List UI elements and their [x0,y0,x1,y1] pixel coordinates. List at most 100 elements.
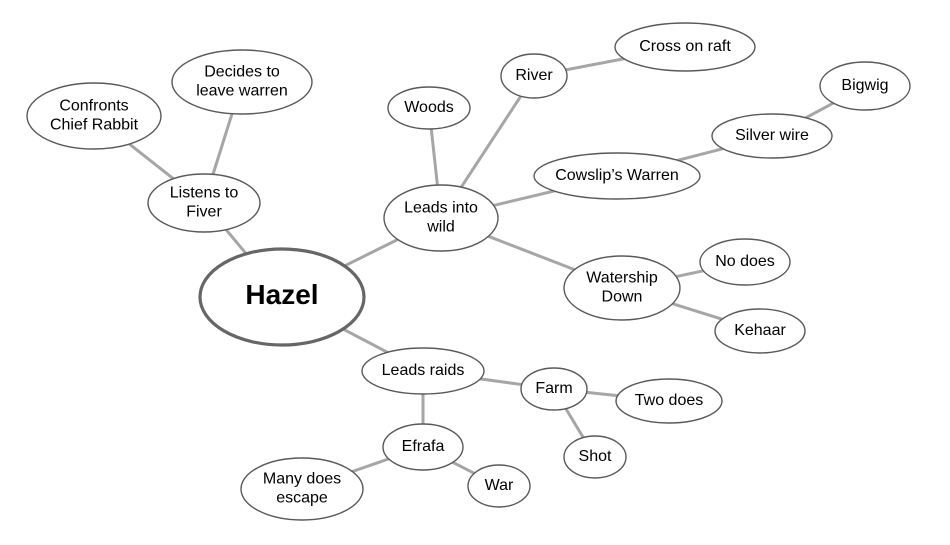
node-kehaar[interactable]: Kehaar [714,308,806,354]
node-shape-leads-into-wild[interactable] [383,184,499,252]
node-silver-wire[interactable]: Silver wire [711,113,833,159]
node-label-line: Down [602,289,643,306]
node-farm[interactable]: Farm [520,367,588,411]
node-label-many-does-escape: Many does escape [263,471,341,507]
edge-silver-wire-to-bigwig [804,101,835,120]
node-leads-into-wild[interactable]: Leads into wild [383,184,499,252]
node-shape-woods[interactable] [387,86,471,130]
edge-farm-to-two-does [585,390,620,398]
node-label-line: War [485,477,514,494]
node-shape-war[interactable] [467,464,531,508]
node-label-listens-to-fiver: Listens to Fiver [170,185,239,221]
edge-hazel-to-listens-to-fiver [224,228,248,256]
node-label-line: Kehaar [734,322,786,339]
edge-leads-raids-to-farm [478,377,524,387]
node-shape-river[interactable] [500,53,568,99]
node-many-does-escape[interactable]: Many does escape [240,457,364,521]
node-label-farm: Farm [535,380,572,397]
node-label-line: Two does [635,392,703,409]
node-river[interactable]: River [500,53,568,99]
node-bigwig[interactable]: Bigwig [819,61,911,111]
node-label-line: Many does [263,471,341,488]
node-label-kehaar: Kehaar [734,322,786,339]
node-label-line: Listens to [170,185,239,202]
node-listens-to-fiver[interactable]: Listens to Fiver [147,173,261,233]
node-label-line: Silver wire [735,127,809,144]
node-shape-cowslips-warren[interactable] [533,152,701,200]
node-label-river: River [515,67,553,84]
node-label-cross-on-raft: Cross on raft [639,38,731,55]
edge-listens-to-fiver-to-decides-to-leave-warren [211,112,234,176]
node-label-efrafa: Efrafa [402,438,445,455]
node-label-line: Bigwig [841,77,888,94]
node-shape-listens-to-fiver[interactable] [147,173,261,233]
node-label-line: Cowslip’s Warren [555,167,679,184]
node-shape-watership-down[interactable] [563,255,681,321]
node-efrafa[interactable]: Efrafa [382,423,464,471]
node-label-line: Shot [579,448,612,465]
edge-farm-to-shot [564,407,585,440]
node-cowslips-warren[interactable]: Cowslip’s Warren [533,152,701,200]
node-shape-silver-wire[interactable] [711,113,833,159]
edge-river-to-cross-on-raft [564,57,626,72]
node-label-leads-raids: Leads raids [382,362,465,379]
node-label-two-does: Two does [635,392,703,409]
node-shape-many-does-escape[interactable] [240,457,364,521]
node-label-line: Fiver [186,204,222,221]
edge-efrafa-to-war [451,460,476,475]
node-leads-raids[interactable]: Leads raids [361,347,485,395]
node-label-line: Leads raids [382,362,465,379]
node-two-does[interactable]: Two does [615,378,723,424]
node-shape-bigwig[interactable] [819,61,911,111]
node-shape-confronts-chief-rabbit[interactable] [26,82,162,150]
node-label-line: Farm [535,380,572,397]
edge-listens-to-fiver-to-confronts-chief-rabbit [127,142,175,181]
node-label-line: Confronts [59,98,128,115]
node-shape-efrafa[interactable] [382,423,464,471]
edge-hazel-to-leads-into-wild [343,237,400,268]
edge-leads-into-wild-to-watership-down [486,234,577,272]
node-woods[interactable]: Woods [387,86,471,130]
node-shape-leads-raids[interactable] [361,347,485,395]
node-label-line: wild [426,219,455,236]
node-shape-two-does[interactable] [615,378,723,424]
node-cross-on-raft[interactable]: Cross on raft [614,22,756,72]
edge-hazel-to-leads-raids [341,327,389,354]
node-shape-no-does[interactable] [699,238,791,286]
node-label-silver-wire: Silver wire [735,127,809,144]
node-shape-decides-to-leave-warren[interactable] [171,49,313,115]
node-shape-cross-on-raft[interactable] [614,22,756,72]
node-shape-farm[interactable] [520,367,588,411]
node-shape-shot[interactable] [563,435,627,479]
node-label-line: Woods [404,99,454,116]
node-label-line: Cross on raft [639,38,731,55]
node-label-line: escape [276,490,328,507]
edge-leads-into-wild-to-river [459,94,523,189]
node-label-line: River [515,67,553,84]
node-war[interactable]: War [467,464,531,508]
edge-layer [127,57,835,475]
node-label-line: No does [715,253,775,270]
node-shape-kehaar[interactable] [714,308,806,354]
node-hazel[interactable]: Hazel [198,247,366,347]
node-label-line: Efrafa [402,438,445,455]
node-label-line: Decides to [204,64,280,81]
node-no-does[interactable]: No does [699,238,791,286]
node-label-line: Watership [586,270,658,287]
node-label-line: Chief Rabbit [50,117,139,134]
node-shape-hazel[interactable] [198,247,366,347]
node-shot[interactable]: Shot [563,435,627,479]
node-label-no-does: No does [715,253,775,270]
node-label-cowslips-warren: Cowslip’s Warren [555,167,679,184]
node-label-shot: Shot [579,448,612,465]
node-label-line: Leads into [404,200,478,217]
